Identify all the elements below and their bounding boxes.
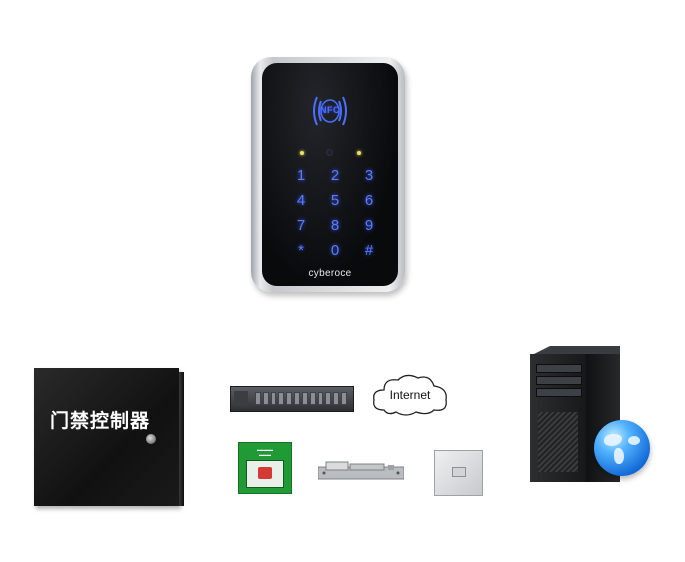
key-9[interactable]: 9 (364, 217, 374, 234)
key-5[interactable]: 5 (330, 192, 340, 209)
key-star[interactable]: * (298, 242, 304, 259)
status-led-left (300, 151, 304, 155)
reader-face: NFC 1 2 3 4 5 6 7 8 9 * 0 # cyberoce (262, 63, 398, 286)
access-controller-box-icon: 门禁控制器 (34, 368, 179, 506)
internet-cloud-icon (373, 374, 447, 416)
controller-side (179, 372, 184, 506)
controller-label: 门禁控制器 (50, 411, 151, 432)
exit-button-icon (434, 450, 483, 496)
release-window (246, 460, 284, 488)
release-key (258, 467, 272, 479)
tower-grill (538, 412, 578, 472)
tower-top (530, 346, 620, 356)
key-0[interactable]: 0 (330, 242, 340, 259)
status-led-right (357, 151, 361, 155)
key-lock-icon (146, 434, 156, 444)
tower-server-icon (530, 354, 586, 482)
globe-icon (594, 420, 650, 476)
rack-server-icon (230, 386, 354, 412)
key-4[interactable]: 4 (296, 192, 306, 209)
drive-bays (255, 392, 347, 405)
key-6[interactable]: 6 (364, 192, 374, 209)
release-text: ▬▬▬▬▬▬▬ (257, 447, 273, 457)
rack-ear (234, 391, 248, 406)
electric-bolt-lock-icon (318, 461, 404, 480)
nfc-label: NFC (320, 105, 340, 115)
key-3[interactable]: 3 (364, 167, 374, 184)
key-8[interactable]: 8 (330, 217, 340, 234)
key-1[interactable]: 1 (296, 167, 306, 184)
key-2[interactable]: 2 (330, 167, 340, 184)
nfc-waves-icon (313, 96, 347, 126)
emergency-door-release-icon: ▬▬▬▬▬▬▬ (238, 442, 292, 494)
nfc-keypad-reader: NFC 1 2 3 4 5 6 7 8 9 * 0 # cyberoce (251, 57, 405, 292)
brand-label: cyberoce (308, 268, 352, 279)
cloud-label: Internet (389, 388, 431, 402)
exit-button-key (452, 467, 466, 477)
keypad: 1 2 3 4 5 6 7 8 9 * 0 # (284, 163, 386, 263)
camera-icon (326, 149, 333, 156)
key-hash[interactable]: # (364, 242, 374, 259)
key-7[interactable]: 7 (296, 217, 306, 234)
